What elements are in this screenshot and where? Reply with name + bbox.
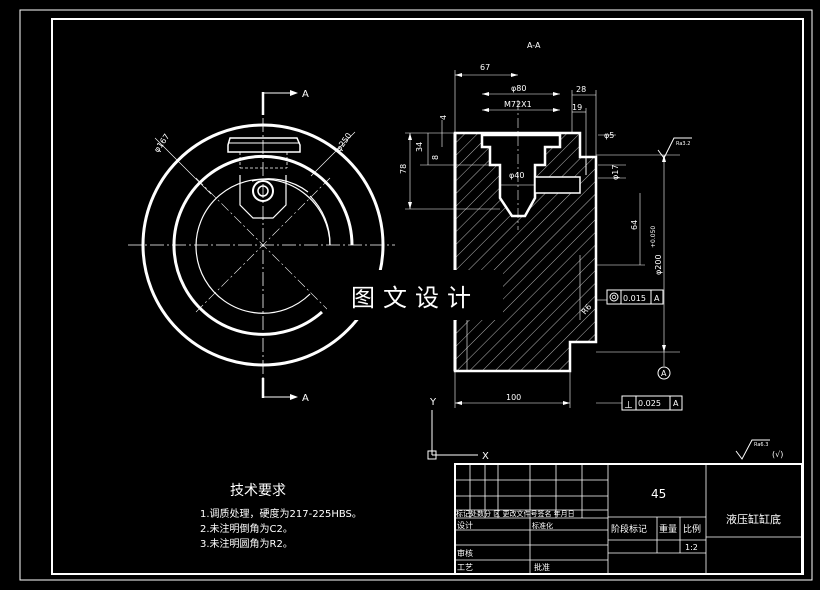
outer-circle (141, 123, 385, 367)
svg-text:标准化: 标准化 (532, 521, 553, 530)
dim-8: 8 (431, 155, 440, 160)
ucs-icon (427, 410, 478, 460)
dim-34: 34 (415, 142, 424, 152)
outer-border (19, 9, 813, 581)
svg-text:重量: 重量 (659, 523, 677, 535)
tech-requirements: 技术要求 1.调质处理，硬度为217-225HBS。 2.未注明倒角为C2。 3… (200, 483, 362, 550)
svg-text:Ra3.2: Ra3.2 (676, 141, 690, 147)
svg-text:1:2: 1:2 (685, 543, 698, 552)
left-view: φ167 φ250 A A (128, 89, 395, 404)
axis-x-label: X (482, 451, 489, 462)
svg-text:(√): (√) (772, 450, 783, 459)
dim-d200-tol: +0.050 (650, 226, 657, 248)
runout-icon (609, 292, 619, 302)
svg-text:0.015: 0.015 (623, 294, 646, 303)
dim-m72: M72X1 (504, 100, 532, 109)
dim-4: 4 (439, 115, 448, 120)
perpendicularity-frame: ⊥ 0.025 A (621, 395, 683, 411)
title-block: 45 液压缸缸底 标记处数分 区 更改文件号签名 年月日 设计 标准化 阶段标记… (454, 463, 803, 575)
dim-19: 19 (572, 103, 582, 112)
part-body (453, 131, 598, 373)
roughness-side: Ra3.2 (657, 137, 692, 159)
section-label: A-A (527, 41, 541, 50)
runout-tolerance-frame: 0.015 A (606, 289, 664, 305)
material: 45 (651, 487, 666, 501)
svg-text:标记处数分 区 更改文件号签名 年月日: 标记处数分 区 更改文件号签名 年月日 (456, 509, 575, 518)
tech-item-2: 2.未注明倒角为C2。 (200, 522, 293, 535)
svg-text:A: A (673, 399, 679, 408)
svg-text:0.025: 0.025 (638, 399, 661, 408)
svg-text:A: A (654, 294, 660, 303)
port-hole (252, 180, 274, 202)
watermark-label: 图文设计 (327, 270, 503, 320)
inner-arc (172, 154, 354, 336)
perpendicular-icon: ⊥ (624, 400, 633, 411)
axis-y-label: Y (429, 397, 437, 408)
dim-100: 100 (506, 393, 521, 402)
cut-label-top: A (302, 89, 309, 100)
svg-text:审核: 审核 (457, 548, 473, 558)
dim-64: 64 (630, 220, 639, 230)
dim-d40: φ40 (509, 171, 524, 180)
svg-text:阶段标记: 阶段标记 (611, 523, 647, 535)
inner-border (51, 18, 804, 575)
cut-label-bottom: A (302, 393, 309, 404)
dim-d17: φ17 (611, 165, 620, 180)
tech-title: 技术要求 (230, 483, 286, 499)
dim-d200: φ200 (654, 254, 663, 275)
svg-text:Ra6.3: Ra6.3 (754, 442, 768, 448)
dim-d167: φ167 (152, 132, 171, 154)
tech-item-3: 3.未注明圆角为R2。 (200, 537, 293, 550)
dim-d250: φ250 (334, 131, 353, 153)
dim-d5: φ5 (604, 131, 614, 140)
svg-text:A: A (661, 369, 667, 378)
dim-78: 78 (399, 164, 408, 174)
svg-text:批准: 批准 (534, 562, 550, 572)
svg-text:工艺: 工艺 (457, 563, 473, 572)
inner-arc-2 (195, 178, 331, 314)
top-boss (227, 137, 301, 153)
svg-text:比例: 比例 (683, 523, 701, 535)
datum-symbol: A (657, 366, 671, 380)
part-name: 液压缸缸底 (726, 512, 781, 526)
dim-28: 28 (576, 85, 586, 94)
dim-67: 67 (480, 63, 490, 72)
roughness-general: Ra6.3 (√) (735, 439, 783, 460)
section-view: A-A (399, 41, 783, 462)
svg-text:设计: 设计 (457, 520, 473, 530)
dim-d80: φ80 (511, 84, 526, 93)
tech-item-1: 1.调质处理，硬度为217-225HBS。 (200, 507, 362, 520)
